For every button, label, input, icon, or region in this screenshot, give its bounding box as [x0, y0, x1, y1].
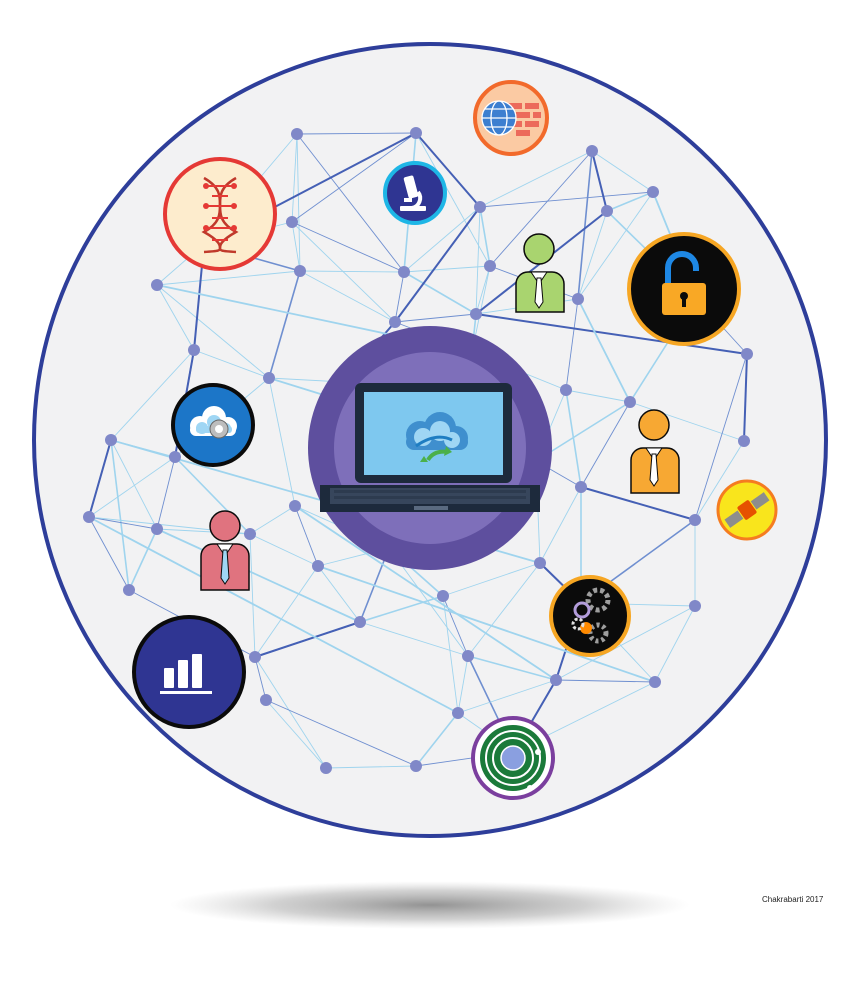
laptop-cloud-sync-icon[interactable]: [320, 383, 540, 512]
outer-ring: [32, 42, 828, 838]
microscope-icon[interactable]: [383, 161, 447, 225]
orbit-target-icon[interactable]: [471, 716, 555, 800]
cloud-storage-icon[interactable]: [171, 383, 255, 467]
unlocked-padlock-icon[interactable]: [627, 232, 741, 346]
person-green-icon[interactable]: [515, 233, 565, 313]
globe-firewall-icon[interactable]: [473, 80, 549, 156]
bar-chart-icon[interactable]: [132, 615, 246, 729]
person-pink-icon[interactable]: [200, 510, 250, 591]
gears-icon[interactable]: [549, 575, 631, 657]
satellite-icon[interactable]: [716, 479, 778, 541]
person-orange-icon[interactable]: [630, 409, 680, 494]
credit-text: Chakrabarti 2017: [762, 895, 824, 904]
dna-icon[interactable]: [163, 157, 277, 271]
floor-shadow: [170, 881, 690, 929]
